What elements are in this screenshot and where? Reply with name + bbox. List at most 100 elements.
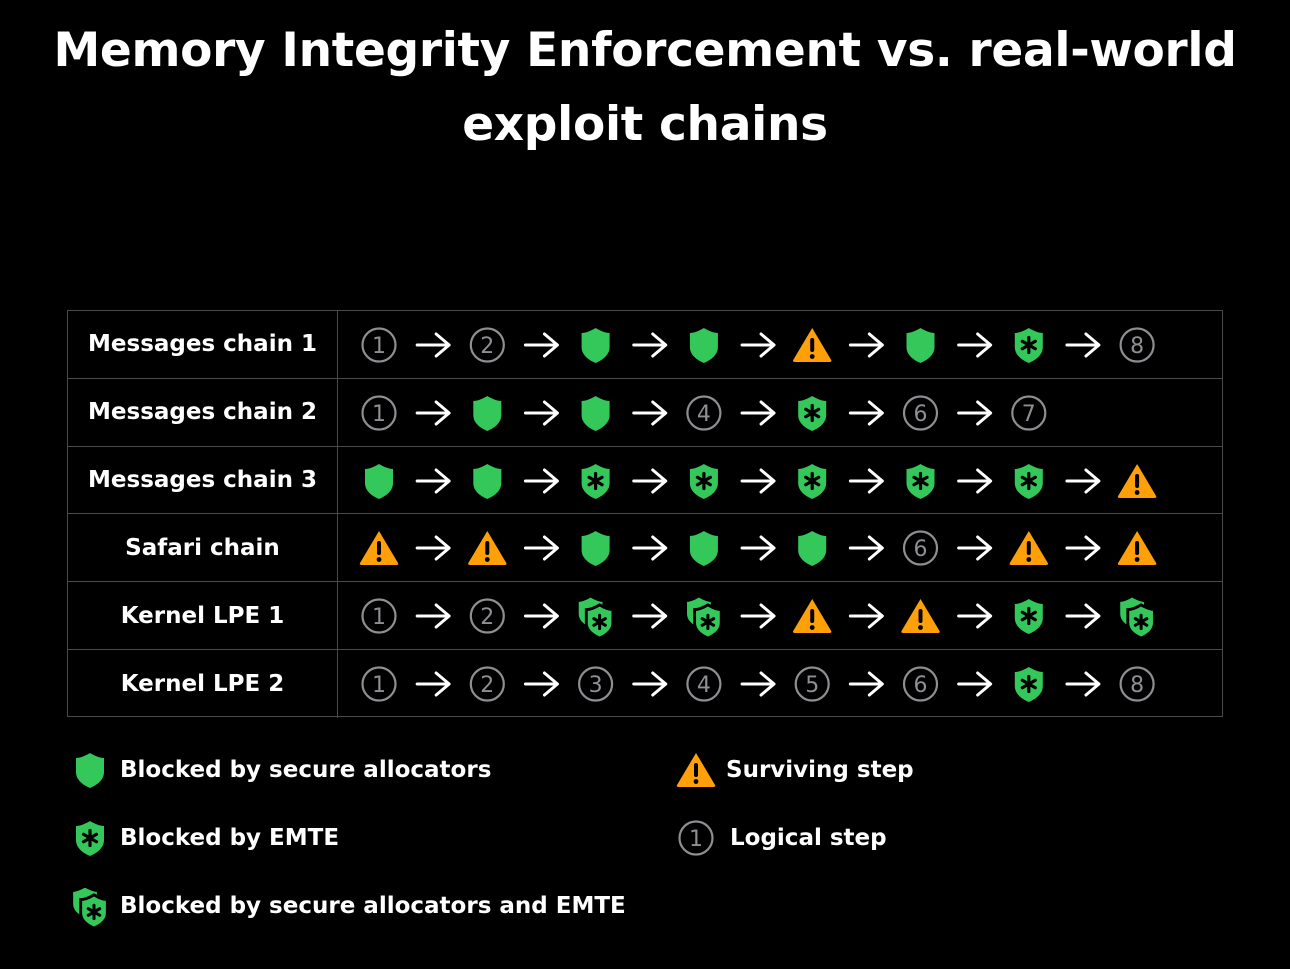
emte-shield-icon bbox=[1014, 599, 1043, 635]
shield-icon bbox=[581, 328, 610, 363]
step-number: 6 bbox=[914, 537, 928, 562]
chain-row: Messages chain 3 bbox=[68, 446, 1222, 515]
step-number: 5 bbox=[805, 673, 819, 698]
numbered-circle-icon: 3 bbox=[578, 666, 614, 702]
numbered-circle-icon: 4 bbox=[686, 666, 722, 702]
shield-icon bbox=[798, 531, 827, 567]
emte-shield-icon bbox=[581, 463, 610, 499]
arrow-right-icon bbox=[523, 468, 559, 494]
step-number: 8 bbox=[1130, 334, 1144, 359]
title-line-2: exploit chains bbox=[462, 97, 828, 152]
arrow-right-icon bbox=[957, 535, 993, 561]
emte-shield-icon bbox=[76, 821, 104, 856]
arrow-right-icon bbox=[740, 468, 776, 494]
numbered-circle-icon: 5 bbox=[794, 666, 830, 702]
double-shield-icon bbox=[575, 594, 615, 640]
arrow-right-icon bbox=[848, 603, 884, 629]
step-number: 1 bbox=[372, 402, 386, 427]
shield-icon bbox=[689, 531, 718, 567]
arrow-right-icon bbox=[415, 535, 451, 561]
emte-shield-icon bbox=[906, 463, 935, 499]
step-number: 2 bbox=[480, 605, 494, 630]
arrow-right-icon bbox=[632, 332, 668, 358]
arrow-right-icon bbox=[740, 603, 776, 629]
arrow-right-icon bbox=[957, 468, 993, 494]
legend-label-both: Blocked by secure allocators and EMTE bbox=[120, 893, 626, 919]
emte-shield-icon bbox=[798, 463, 827, 499]
chain-steps: 6 bbox=[359, 530, 1157, 567]
step-number: 1 bbox=[372, 334, 386, 359]
arrow-right-icon bbox=[848, 332, 884, 358]
step-number: 4 bbox=[697, 402, 711, 427]
arrow-right-icon bbox=[1065, 603, 1101, 629]
emte-shield-icon bbox=[1014, 328, 1043, 363]
step-number: 2 bbox=[480, 673, 494, 698]
shield-icon bbox=[76, 753, 104, 788]
arrow-right-icon bbox=[1065, 332, 1101, 358]
title-line-1: Memory Integrity Enforcement vs. real-wo… bbox=[53, 23, 1237, 78]
warning-icon bbox=[1009, 531, 1049, 566]
shield-icon bbox=[581, 395, 610, 431]
chain-row: Messages chain 1 1 2 8 bbox=[68, 311, 1222, 379]
legend-item-emte: Blocked by EMTE bbox=[68, 816, 339, 860]
arrow-right-icon bbox=[740, 332, 776, 358]
double-shield-icon bbox=[1117, 594, 1156, 640]
shield-icon bbox=[906, 328, 935, 363]
chain-label: Kernel LPE 1 bbox=[68, 582, 338, 649]
numbered-circle-icon: 7 bbox=[1011, 395, 1047, 431]
chain-steps: 1 4 6 7 bbox=[361, 395, 1047, 431]
legend-item-surviving: Surviving step bbox=[674, 748, 914, 792]
warning-icon bbox=[1117, 463, 1157, 498]
chain-label: Messages chain 2 bbox=[68, 378, 338, 446]
double-shield-icon bbox=[684, 594, 723, 640]
arrow-right-icon bbox=[523, 535, 559, 561]
chain-label: Messages chain 1 bbox=[68, 311, 338, 378]
arrow-right-icon bbox=[632, 603, 668, 629]
page-title: Memory Integrity Enforcement vs. real-wo… bbox=[0, 14, 1290, 162]
warning-icon bbox=[792, 599, 832, 634]
legend-item-both: Blocked by secure allocators and EMTE bbox=[68, 884, 626, 928]
numbered-circle-icon: 8 bbox=[1119, 666, 1155, 702]
arrow-right-icon bbox=[848, 535, 884, 561]
step-number: 7 bbox=[1022, 402, 1036, 427]
arrow-right-icon bbox=[957, 400, 993, 426]
arrow-right-icon bbox=[848, 671, 884, 697]
step-number: 4 bbox=[697, 673, 711, 698]
legend-label-emte: Blocked by EMTE bbox=[120, 825, 340, 851]
numbered-circle-icon: 1 bbox=[361, 395, 397, 431]
arrow-right-icon bbox=[957, 603, 993, 629]
numbered-circle-icon: 2 bbox=[469, 327, 505, 363]
step-number: 6 bbox=[914, 673, 928, 698]
chain-steps bbox=[365, 463, 1157, 499]
numbered-circle-icon: 1 bbox=[361, 598, 397, 634]
arrow-right-icon bbox=[415, 332, 451, 358]
legend-item-logical: 1 Logical step bbox=[674, 816, 887, 860]
numbered-circle-icon: 2 bbox=[469, 598, 505, 634]
legend-item-allocators: Blocked by secure allocators bbox=[68, 748, 491, 792]
warning-icon bbox=[468, 531, 507, 566]
arrow-right-icon bbox=[957, 332, 993, 358]
double-shield-icon bbox=[70, 884, 109, 928]
arrow-right-icon bbox=[415, 468, 451, 494]
arrow-right-icon bbox=[848, 468, 884, 494]
numbered-circle-icon: 6 bbox=[902, 666, 939, 702]
arrow-right-icon bbox=[740, 671, 776, 697]
step-number: 3 bbox=[589, 673, 603, 698]
arrow-right-icon bbox=[415, 400, 451, 426]
step-number: 1 bbox=[689, 827, 703, 852]
arrow-right-icon bbox=[632, 400, 668, 426]
arrow-right-icon bbox=[1065, 671, 1101, 697]
arrow-right-icon bbox=[415, 603, 451, 629]
numbered-circle-icon: 6 bbox=[902, 395, 939, 431]
step-number: 8 bbox=[1130, 673, 1144, 698]
numbered-circle-icon: 1 bbox=[678, 820, 714, 856]
warning-icon bbox=[359, 531, 399, 566]
emte-shield-icon bbox=[798, 395, 827, 431]
warning-icon bbox=[901, 599, 940, 634]
step-number: 6 bbox=[914, 402, 928, 427]
arrow-right-icon bbox=[632, 671, 668, 697]
